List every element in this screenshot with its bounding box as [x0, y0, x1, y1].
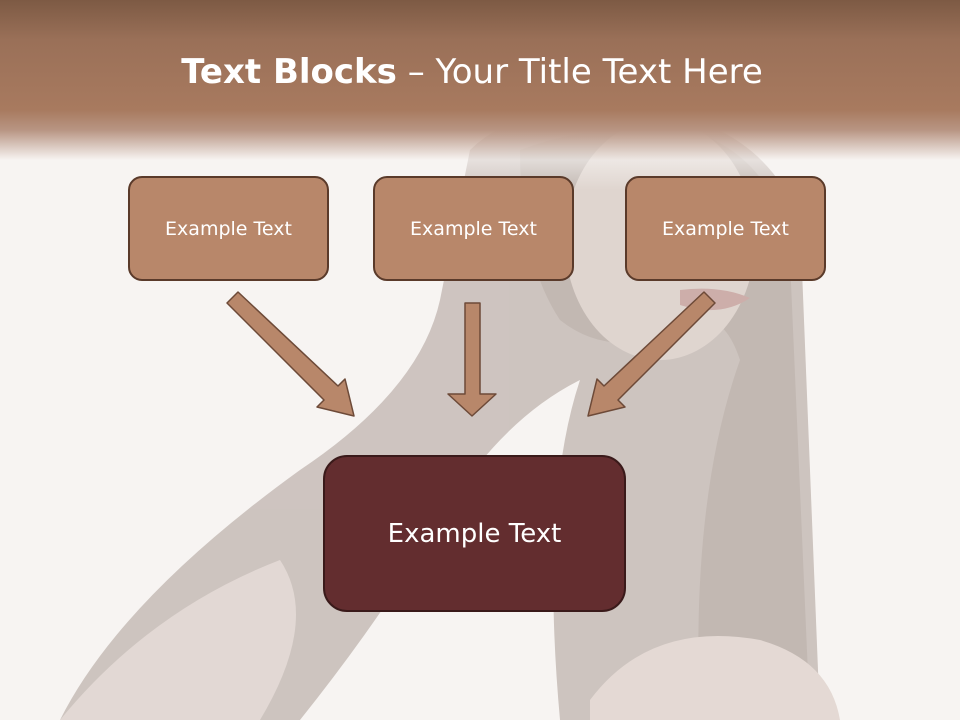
slide-title-bold: Text Blocks: [181, 52, 397, 92]
text-block-2-label: Example Text: [410, 217, 537, 240]
arrow-down-icon: [447, 302, 497, 417]
arrow-left-icon: [226, 291, 355, 417]
slide-title-rest: – Your Title Text Here: [396, 52, 763, 92]
arrow-right-icon: [587, 291, 716, 417]
main-text-block[interactable]: Example Text: [323, 455, 626, 612]
text-block-2[interactable]: Example Text: [373, 176, 574, 281]
text-block-1-label: Example Text: [165, 217, 292, 240]
text-block-3[interactable]: Example Text: [625, 176, 826, 281]
text-block-1[interactable]: Example Text: [128, 176, 329, 281]
title-band: [0, 0, 960, 190]
slide-title: Text Blocks – Your Title Text Here: [0, 52, 944, 92]
main-text-block-label: Example Text: [387, 518, 562, 549]
text-block-3-label: Example Text: [662, 217, 789, 240]
